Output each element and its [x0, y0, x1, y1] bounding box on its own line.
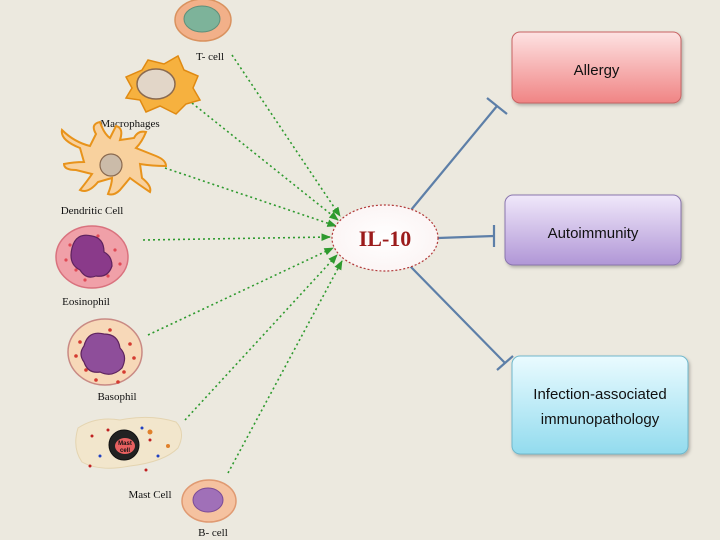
mast-cell-inner: [115, 438, 135, 454]
eosinophil-nucleus: [70, 234, 113, 278]
eosinophil-label: Eosinophil: [62, 296, 110, 308]
eosinophil-granules: [64, 234, 122, 282]
basophil: Basophil: [67, 318, 143, 403]
mast-cell-inner-label-1: Mast: [118, 441, 132, 447]
dendritic-cell: Dendritic Cell: [61, 120, 168, 217]
dendritic-nucleus: [99, 153, 123, 177]
allergy-label: Allergy: [574, 62, 620, 79]
autoimmunity-label: Autoimmunity: [548, 225, 639, 242]
inhibit-infection-bar: [496, 355, 514, 371]
basophil-nucleus: [80, 332, 126, 375]
dendritic-label: Dendritic Cell: [61, 205, 124, 217]
basophil-granules: [74, 328, 136, 384]
autoimmunity-box: [504, 194, 682, 266]
induction-arrows: [142, 54, 343, 474]
arrow-eosinophil: [142, 233, 331, 241]
il10-label: IL-10: [359, 226, 412, 251]
il10-node: IL-10: [331, 204, 439, 272]
macrophage-nucleus: [136, 68, 176, 100]
arrow-mast-cell: [184, 254, 338, 421]
b-cell-label: B- cell: [198, 527, 228, 539]
t-cell-label: T- cell: [196, 51, 224, 63]
arrow-dendritic: [164, 167, 337, 227]
basophil-label: Basophil: [97, 391, 136, 403]
arrow-macrophage: [191, 102, 339, 221]
mast-cell-inner-label-2: cell: [120, 448, 130, 454]
b-cell-nucleus: [192, 487, 224, 513]
mast-cell: Mast cell Mast Cell: [75, 416, 182, 501]
arrow-basophil: [147, 247, 334, 336]
outcome-autoimmunity: Autoimmunity: [504, 194, 682, 266]
infection-label-line-2: immunopathology: [541, 411, 660, 428]
mast-cell-label: Mast Cell: [128, 489, 171, 501]
inhibit-allergy-line: [410, 105, 498, 211]
inhibit-allergy-bar: [486, 97, 508, 115]
allergy-box: [511, 31, 682, 104]
arrow-b-cell: [227, 260, 343, 474]
mast-cell-granules: [88, 426, 170, 472]
infection-label-line-1: Infection-associated: [533, 386, 666, 403]
t-cell-nucleus: [183, 5, 221, 33]
outcome-infection: Infection-associated immunopathology: [511, 355, 689, 455]
eosinophil: Eosinophil: [55, 225, 129, 308]
inhibition-lines: [409, 97, 514, 371]
t-cell: T- cell: [174, 0, 232, 63]
macrophage-label: Macrophages: [100, 118, 159, 130]
inhibit-infection-line: [409, 265, 506, 364]
arrow-t-cell: [231, 54, 341, 217]
b-cell: B- cell: [181, 479, 237, 539]
infection-box: [511, 355, 689, 455]
outcome-allergy: Allergy: [511, 31, 682, 104]
macrophage: Macrophages: [100, 54, 202, 130]
il10-ellipse: [331, 204, 439, 272]
inhibit-autoimmunity-line: [437, 234, 495, 240]
